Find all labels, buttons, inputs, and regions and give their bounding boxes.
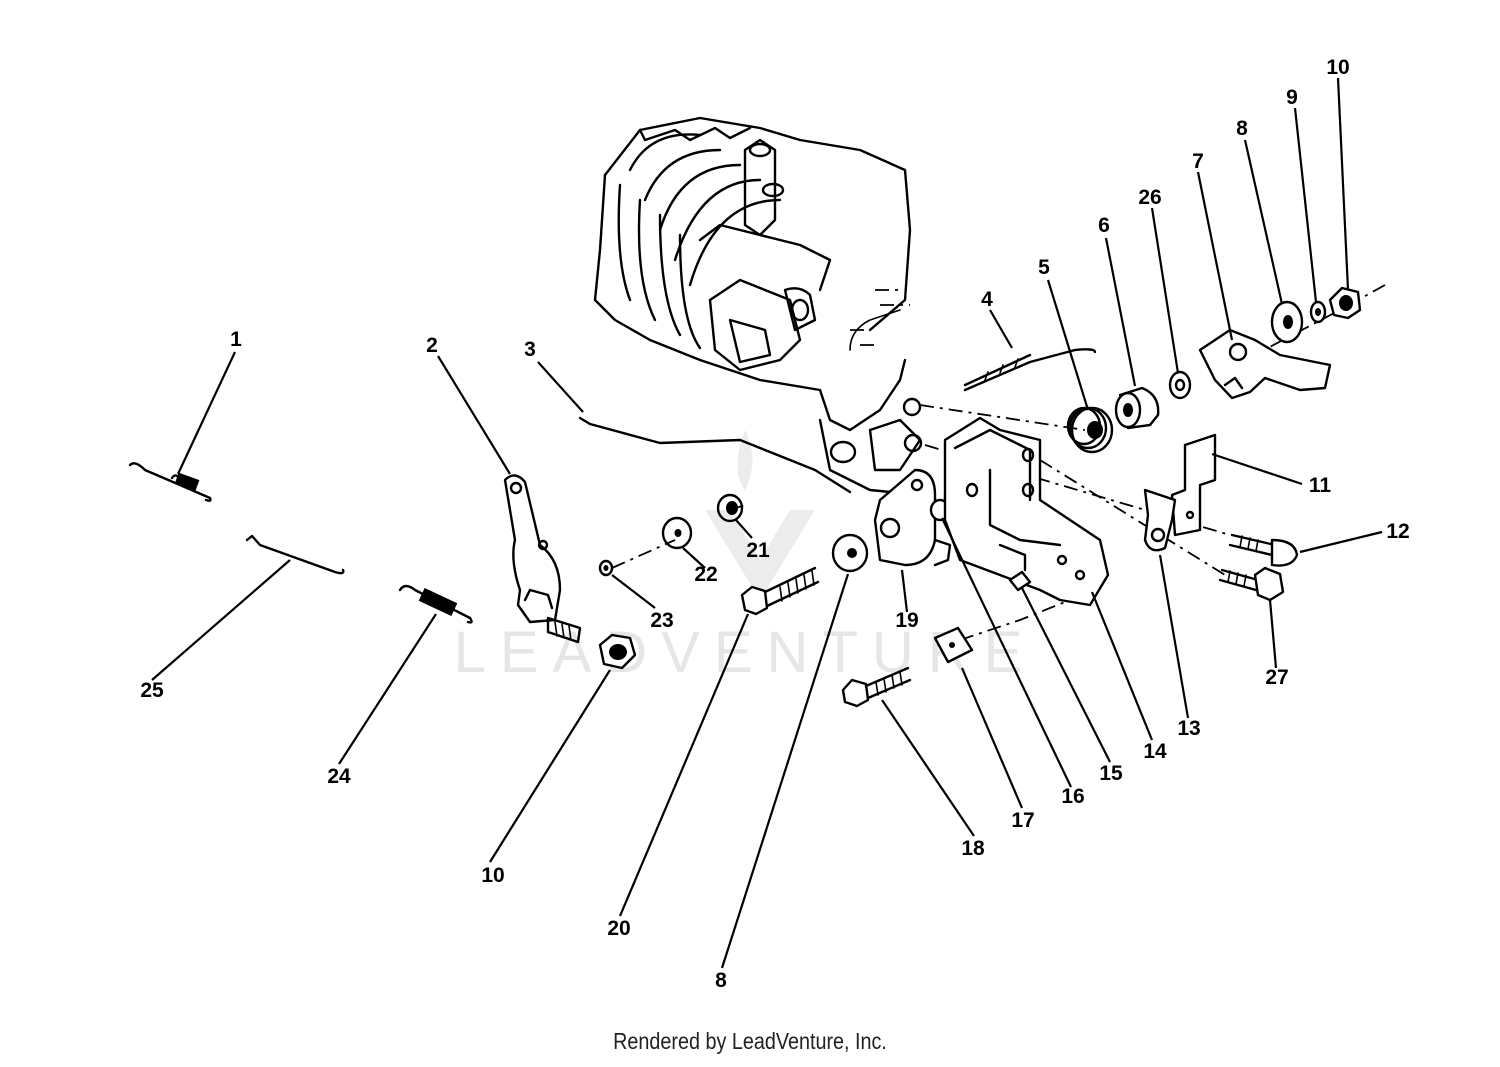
callout-24: 24 — [327, 765, 351, 788]
part-11-plate — [1170, 433, 1217, 537]
engine-block — [593, 116, 923, 497]
part-14-control-bracket — [943, 416, 1110, 607]
callout-7: 7 — [1192, 150, 1204, 173]
part-15-clip — [1008, 570, 1032, 592]
part-25-link-rod — [245, 534, 345, 575]
part-3-rod — [578, 416, 852, 494]
callout-1: 1 — [230, 328, 242, 351]
callout-17: 17 — [1011, 809, 1034, 832]
callout-8: 8 — [1236, 117, 1248, 140]
callout-9: 9 — [1286, 86, 1298, 109]
part-17-clip — [933, 626, 974, 664]
callout-8-lower: 8 — [715, 969, 727, 992]
callout-10: 10 — [1326, 56, 1349, 79]
part-2-lever — [503, 474, 582, 644]
callout-27: 27 — [1265, 666, 1288, 689]
part-9-lock-washer — [1309, 300, 1327, 324]
part-4-rod — [963, 348, 1097, 392]
callout-6: 6 — [1098, 214, 1110, 237]
callout-19: 19 — [895, 609, 918, 632]
part-27-bolt — [1218, 566, 1285, 602]
leader-lines — [151, 77, 1383, 969]
part-12-bolt — [1228, 533, 1299, 567]
part-8-washer-upper — [1270, 300, 1304, 344]
part-18-bolt — [841, 666, 912, 708]
part-24-spring — [398, 584, 473, 624]
callout-labels: 1 2 3 4 5 6 26 7 8 9 10 11 12 27 13 14 1… — [140, 56, 1409, 992]
part-5-spring — [1066, 406, 1114, 454]
callout-23: 23 — [650, 609, 673, 632]
part-13-clip — [1143, 488, 1177, 552]
callout-2: 2 — [426, 334, 438, 357]
callout-12: 12 — [1386, 520, 1409, 543]
part-23-washer — [598, 559, 614, 577]
part-21-bushing — [716, 493, 744, 523]
part-6-bushing — [1114, 386, 1160, 430]
footer-credit: Rendered by LeadVenture, Inc. — [613, 1028, 887, 1054]
callout-3: 3 — [524, 338, 536, 361]
callout-21: 21 — [746, 539, 770, 562]
part-8-washer — [831, 533, 869, 573]
part-10-nut — [598, 633, 637, 670]
part-20-bolt — [740, 566, 820, 616]
callout-15: 15 — [1099, 762, 1123, 785]
callout-26: 26 — [1138, 186, 1161, 209]
part-22-washer — [661, 516, 693, 550]
callout-11: 11 — [1309, 474, 1332, 497]
part-19-governor-arm — [873, 468, 952, 567]
callout-16: 16 — [1061, 785, 1084, 808]
callout-18: 18 — [961, 837, 985, 860]
callout-14: 14 — [1143, 740, 1167, 763]
part-26-washer — [1168, 370, 1192, 400]
callout-10-lower: 10 — [481, 864, 504, 887]
part-10-nut-upper — [1328, 286, 1362, 320]
part-1-spring — [128, 462, 212, 502]
callout-4: 4 — [981, 288, 993, 311]
part-7-lever — [1198, 328, 1332, 400]
callout-22: 22 — [694, 563, 717, 586]
callout-20: 20 — [607, 917, 630, 940]
callout-25: 25 — [140, 679, 164, 702]
callout-5: 5 — [1038, 256, 1050, 279]
callout-13: 13 — [1177, 717, 1200, 740]
